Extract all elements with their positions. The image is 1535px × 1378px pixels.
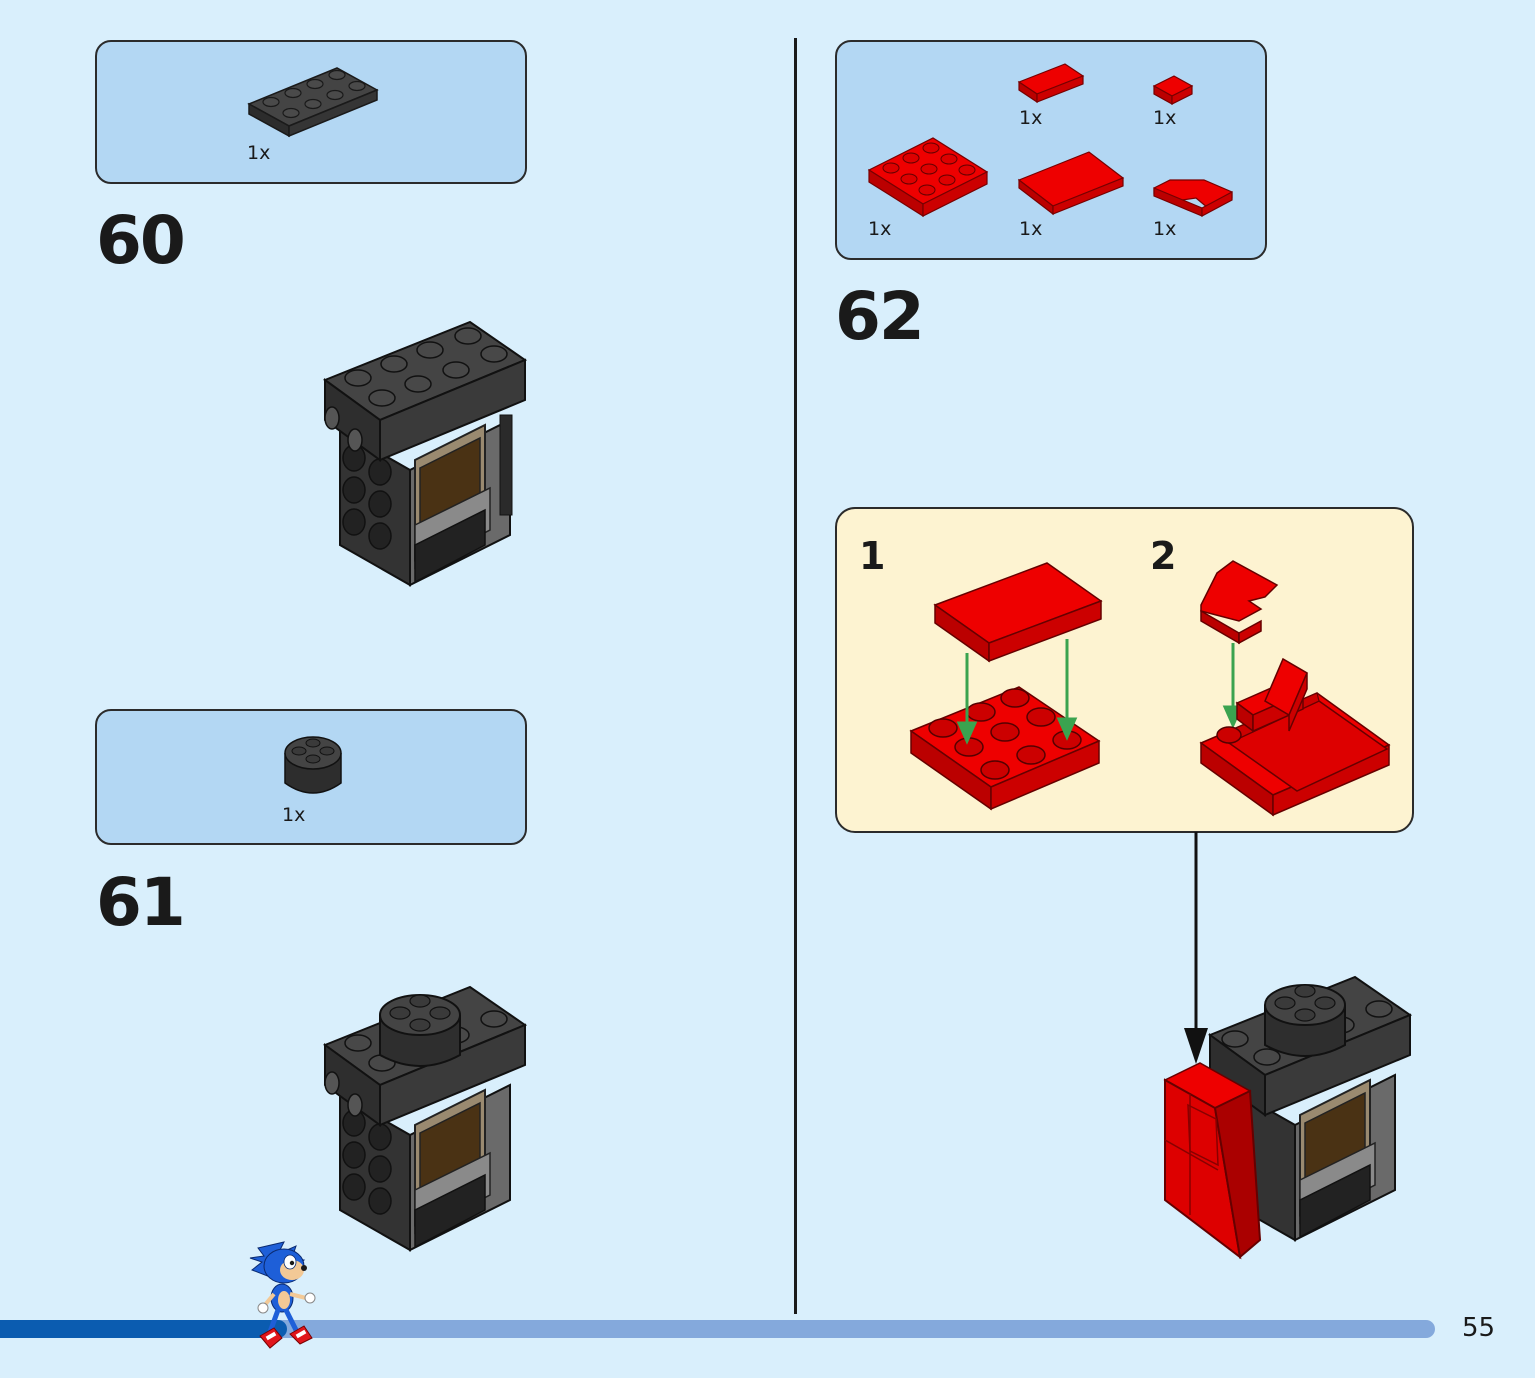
part-quantity: 1x [1153,218,1177,240]
red-tile-1x1-icon [1152,75,1194,106]
step-number-61: 61 [96,864,186,941]
page-divider [794,38,797,1314]
progress-bar-fill [0,1320,287,1338]
step-61-model-illustration [322,985,528,1252]
part-quantity: 1x [868,218,892,240]
step-number-62: 62 [835,278,925,355]
substep-1-illustration [909,562,1103,811]
part-quantity: 1x [1153,107,1177,129]
part-quantity: 1x [1019,107,1043,129]
parts-box-step-62: 1x 1x 1x 1x 1x [835,40,1267,260]
red-tile-1x2-icon [1017,63,1085,104]
parts-box-step-60: 1x [95,40,527,184]
substep-2-illustration [1199,560,1391,817]
part-quantity: 1x [282,804,306,826]
parts-box-step-61: 1x [95,709,527,845]
step-number-60: 60 [96,202,186,279]
black-round-brick-2x2-icon [284,736,342,794]
step-62-model-illustration [1163,975,1413,1260]
step-60-model-illustration [322,320,528,587]
part-quantity: 1x [247,142,271,164]
sonic-mascot-icon [249,1241,316,1349]
page-number: 55 [1462,1313,1496,1343]
substep-callout: 1 2 [835,507,1414,833]
callout-arrow [1184,832,1208,1064]
progress-bar [0,1320,1435,1338]
black-plate-2x4-icon [247,67,379,138]
substep-number-2: 2 [1150,534,1177,578]
red-corner-tile-icon [1153,179,1233,217]
red-tile-2x3-icon [1017,151,1125,216]
substep-number-1: 1 [859,534,886,578]
part-quantity: 1x [1019,218,1043,240]
red-plate-3x3-icon [867,137,989,218]
